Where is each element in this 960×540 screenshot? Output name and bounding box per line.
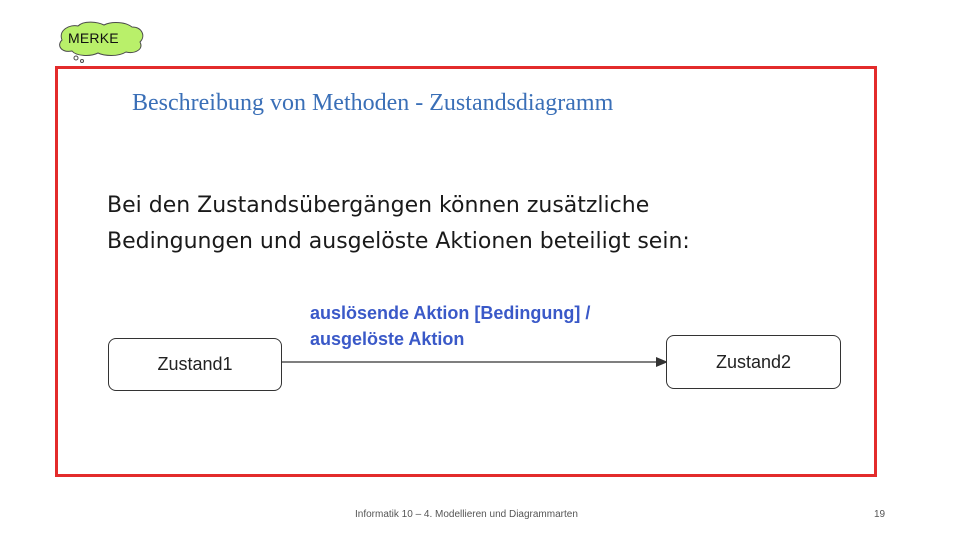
footer-text: Informatik 10 – 4. Modellieren und Diagr… bbox=[355, 509, 578, 520]
state-label: Zustand2 bbox=[715, 351, 792, 372]
state-label: Zustand1 bbox=[157, 354, 233, 374]
merke-label: MERKE bbox=[68, 30, 119, 46]
transition-label: auslösende Aktion [Bedingung] / ausgelös… bbox=[310, 300, 590, 352]
state-box-source: Zustand1 bbox=[108, 338, 282, 391]
body-text: Bei den Zustandsübergängen können zusätz… bbox=[107, 188, 827, 260]
content-frame bbox=[55, 66, 877, 477]
thought-bubble-icon bbox=[59, 21, 144, 63]
transition-arrow bbox=[282, 357, 668, 367]
state-box-target: Zustand2 bbox=[666, 335, 841, 389]
body-line: Bei den Zustandsübergängen können zusätz… bbox=[107, 193, 650, 218]
transition-label-line: ausgelöste Aktion bbox=[310, 329, 465, 349]
body-line: Bedingungen und ausgelöste Aktionen bete… bbox=[107, 229, 690, 254]
page-number: 19 bbox=[874, 509, 886, 520]
slide-title: Beschreibung von Methoden - Zustandsdiag… bbox=[132, 90, 614, 116]
merke-badge: MERKE bbox=[54, 18, 146, 64]
transition-label-line: auslösende Aktion [Bedingung] / bbox=[310, 303, 591, 323]
